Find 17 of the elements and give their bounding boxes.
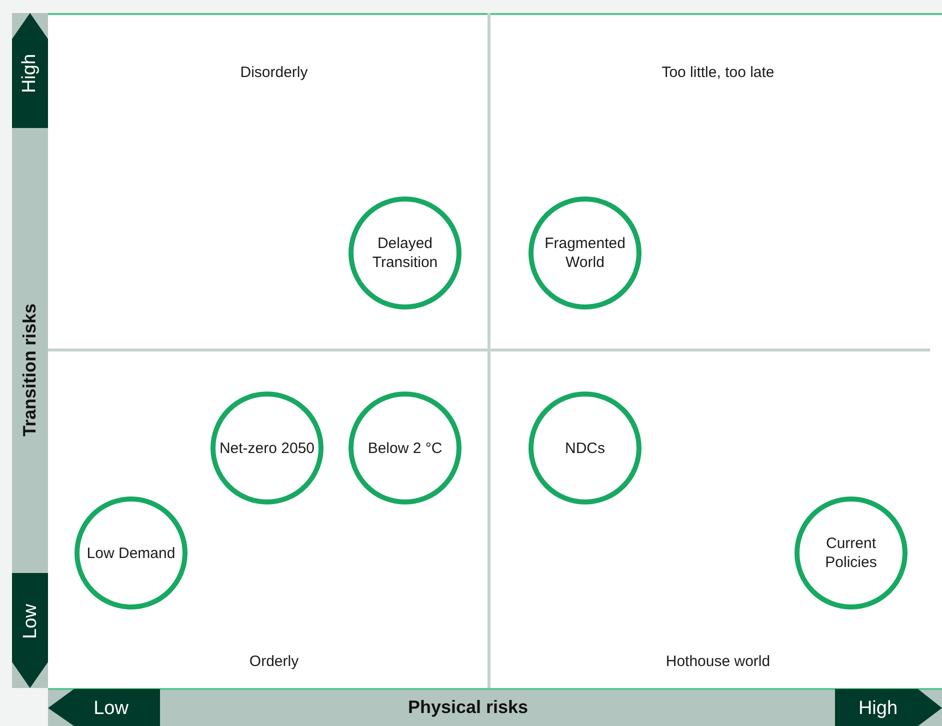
axis-tick-label: High: [20, 53, 40, 93]
scenario-label: Delayed Transition: [371, 234, 439, 272]
axis-title: Physical risks: [408, 698, 528, 716]
quadrant-label: Disorderly: [240, 64, 308, 80]
scenario-label: NDCs: [565, 438, 605, 458]
scenario-label: Current Policies: [824, 534, 878, 572]
scenario-label: Net-zero 2050: [219, 438, 315, 458]
quadrant-label: Orderly: [249, 654, 299, 668]
axis-tick-label: Low: [94, 698, 128, 718]
scenario-label: Fragmented World: [544, 234, 626, 272]
axis-tick-label: Low: [20, 604, 40, 638]
scenario-label: Low Demand: [86, 544, 176, 562]
axis-tick-label: High: [858, 698, 898, 718]
quadrant-label: Hothouse world: [666, 654, 770, 668]
scenario-label: Below 2 °C: [368, 438, 442, 458]
quadrant-label: Too little, too late: [662, 64, 774, 80]
axis-title: Transition risks: [21, 303, 39, 437]
